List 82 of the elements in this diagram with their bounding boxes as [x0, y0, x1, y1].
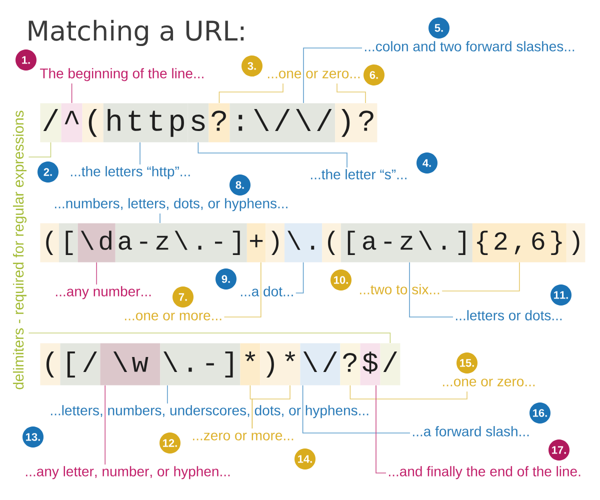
leader-line	[28, 332, 391, 344]
highlighted-code: \.	[284, 223, 322, 262]
callout-number: 14.	[294, 448, 316, 470]
annotation: ...any number...	[56, 286, 151, 300]
highlighted-code: $	[360, 343, 380, 386]
highlighted-code: s	[188, 103, 209, 142]
leader-line	[104, 385, 106, 465]
annotation: ...letters, numbers, underscores, dots, or hyphens...	[51, 405, 368, 418]
annotation: ...two to six...	[360, 284, 440, 294]
leader-line	[442, 262, 520, 292]
annotation: ...letters or dots...	[456, 310, 562, 320]
highlighted-code: )	[266, 223, 284, 262]
highlighted-code: \w	[100, 343, 160, 386]
callout-number: 4.	[416, 152, 438, 174]
leader-line	[28, 142, 52, 158]
highlighted-code: (	[322, 223, 341, 262]
annotation: ...the letters “http”...	[71, 166, 190, 180]
callout-number: 13.	[22, 426, 44, 448]
leader-line	[295, 262, 304, 294]
callout-number: 12.	[160, 432, 180, 454]
leader-line	[302, 385, 410, 434]
annotation: ...the letter “s”...	[311, 169, 406, 180]
callout-number: 10.	[330, 270, 352, 290]
callout-number: 11.	[550, 284, 572, 306]
callout-number: 5.	[428, 18, 450, 38]
annotation: ...colon and two forward slashes...	[365, 41, 574, 52]
highlighted-code: \.-]	[160, 343, 240, 386]
highlighted-code: )?	[335, 103, 378, 142]
leader-line	[198, 142, 348, 168]
highlighted-code: )*	[260, 343, 300, 386]
highlighted-code: /	[380, 343, 400, 386]
annotation: ...zero or more...	[193, 432, 294, 440]
annotation: ...one or more...	[125, 312, 222, 320]
leader-line	[409, 262, 454, 318]
annotation: The beginning of the line...	[40, 68, 204, 82]
highlighted-code: ?	[340, 343, 360, 386]
highlighted-code: ?	[208, 103, 230, 142]
leader-line	[71, 83, 72, 104]
highlighted-code: /	[40, 103, 62, 142]
highlighted-code: {2,6}	[472, 223, 566, 262]
highlighted-code: )	[566, 223, 586, 262]
leader-line	[252, 385, 290, 429]
highlighted-code: [/	[60, 343, 100, 386]
leader-line	[96, 262, 97, 285]
highlighted-code: ^	[61, 103, 82, 142]
leader-line	[303, 48, 362, 104]
leader-line	[224, 262, 262, 318]
callout-number: 2.	[38, 162, 58, 182]
callout-number: 15.	[456, 352, 478, 374]
callout-number: 17.	[548, 440, 570, 460]
leader-line	[350, 385, 468, 400]
callout-number: 9.	[216, 268, 236, 290]
highlighted-code: :\/\/	[230, 103, 336, 142]
highlighted-code: +	[246, 223, 266, 262]
callout-number: 7.	[172, 286, 194, 308]
highlighted-code: a-z\.-]	[115, 223, 247, 262]
annotation: ...one or zero...	[268, 70, 360, 78]
annotation: ...a dot...	[241, 286, 293, 296]
callout-number: 16.	[530, 402, 550, 424]
highlighted-code: *	[240, 343, 260, 386]
annotation: ...and finally the end of the line.	[389, 466, 580, 480]
callout-number: 1.	[16, 50, 36, 70]
annotation: delimiters - required for regular expressions	[13, 110, 27, 390]
highlighted-code: (	[40, 343, 60, 386]
highlighted-code: (	[82, 103, 104, 142]
leader-line	[376, 385, 386, 474]
leader-line	[336, 83, 366, 104]
highlighted-code: [	[59, 223, 78, 262]
highlighted-code: [a-z\.]	[340, 223, 472, 262]
leader-line	[167, 385, 168, 404]
callout-number: 3.	[242, 56, 262, 76]
highlighted-code: (	[40, 223, 59, 262]
title: Matching a URL:	[28, 20, 244, 46]
annotation: ...a forward slash...	[412, 426, 529, 436]
callout-number: 8.	[230, 174, 250, 196]
annotation: ...any letter, number, or hyphen...	[26, 466, 230, 480]
highlighted-code: \d	[78, 223, 116, 262]
leader-line	[218, 83, 284, 104]
annotation: ...numbers, letters, dots, or hyphens...	[55, 198, 288, 212]
highlighted-code: \/	[300, 343, 340, 386]
annotation: ...one or zero...	[442, 378, 535, 386]
callout-number: 6.	[364, 64, 384, 86]
